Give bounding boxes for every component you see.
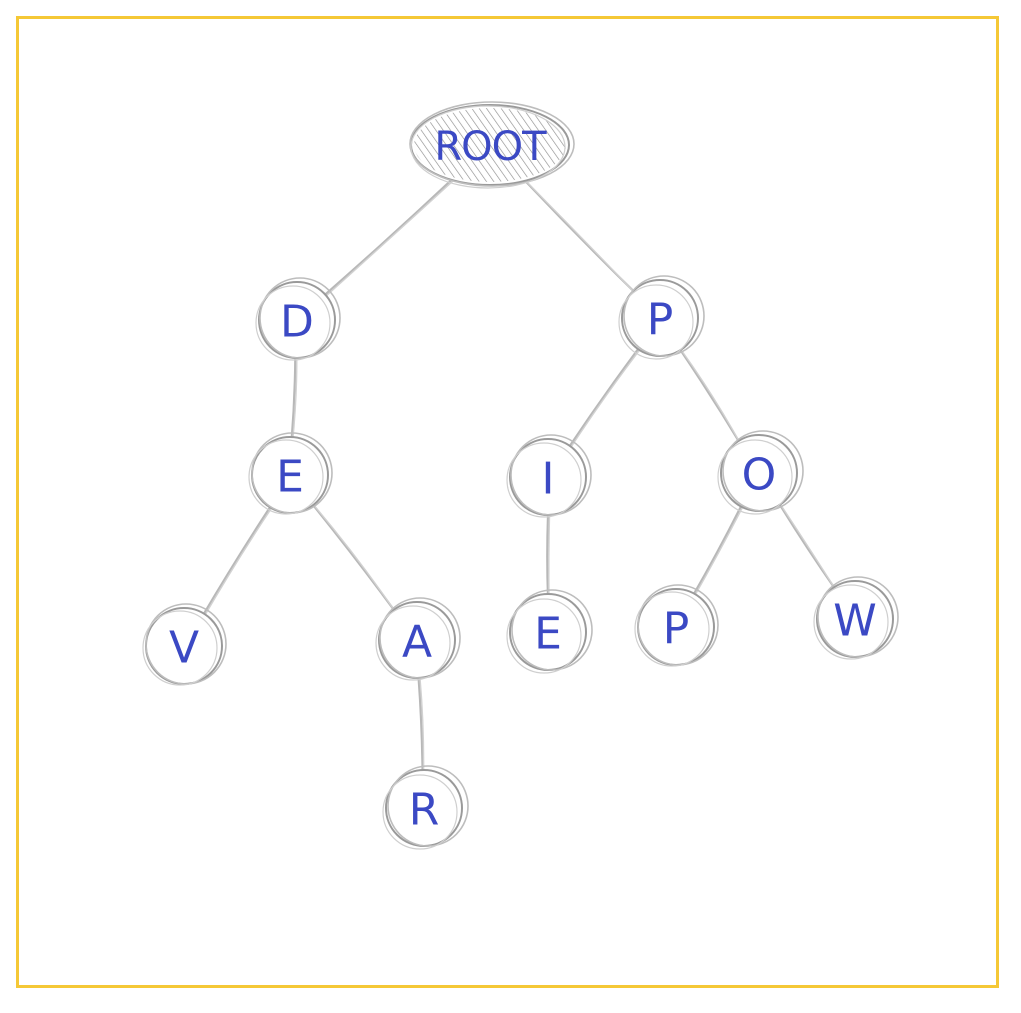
tree-node-e: E [506,589,593,674]
tree-edge [200,506,273,620]
root-label: ROOT [434,124,547,170]
tree-node-i: I [506,434,592,518]
tree-edge [778,503,839,593]
tree-edge [566,347,641,452]
tree-edge [290,356,298,444]
tree-edge [321,178,454,300]
node-label: I [542,454,555,505]
tree-node-p: P [634,584,719,667]
node-label: P [663,604,690,655]
tree-node-p: P [618,275,705,360]
tree-node-o: O [717,430,804,515]
node-label: O [742,450,777,501]
tree-edge [691,505,744,600]
node-label: R [409,785,440,836]
tree-node-w: W [813,576,899,660]
tree-edge [524,179,638,296]
nodes-layer: ROOT D P E I O V A E P W R [142,101,899,850]
tree-node-r: R [382,765,469,850]
tree-edge [312,504,398,616]
node-label: A [402,617,432,668]
node-label: E [276,452,304,503]
root-node: ROOT [409,101,575,189]
node-label: P [647,295,674,346]
tree-edge [417,676,425,777]
tree-node-v: V [142,603,227,686]
tree-edge [679,348,743,447]
tree-node-a: A [375,597,461,681]
diagram-frame [16,16,999,988]
node-label: V [169,623,199,674]
node-label: D [280,297,314,348]
node-label: W [833,596,877,647]
edges-layer [200,178,839,777]
tree-node-d: D [255,277,341,361]
tree-edge [546,513,551,601]
tree-node-e: E [248,432,333,515]
node-label: E [534,609,562,660]
